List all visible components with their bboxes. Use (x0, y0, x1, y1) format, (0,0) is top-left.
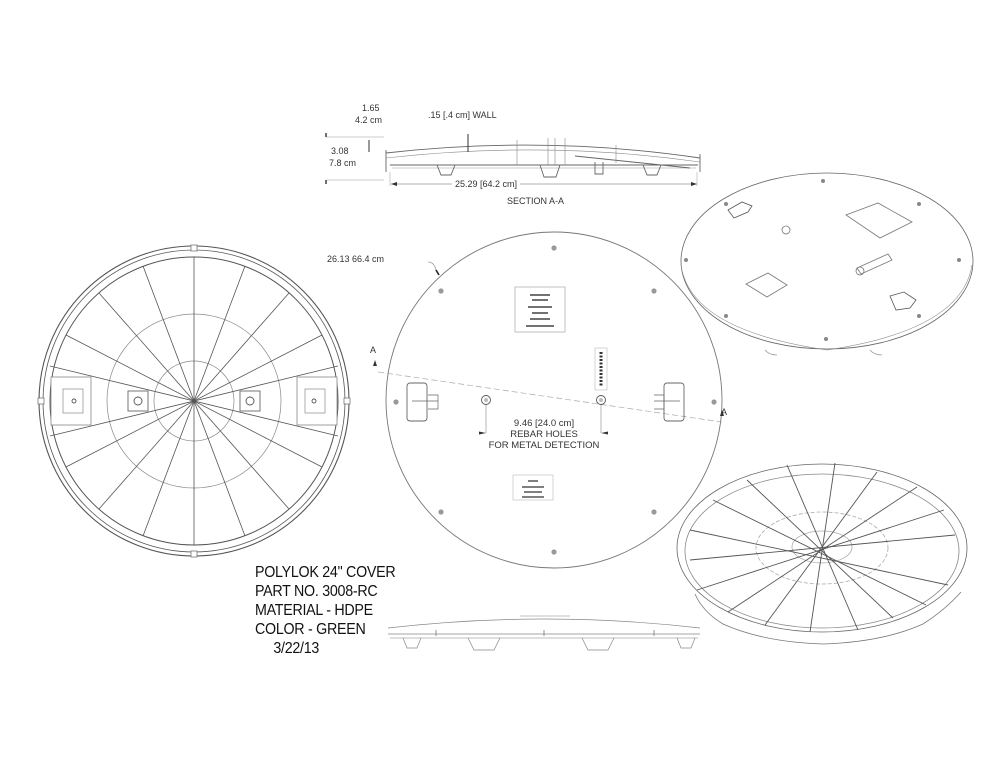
rebar-note-line-2: FOR METAL DETECTION (488, 440, 600, 451)
section-a-a-view (325, 133, 701, 186)
rebar-spacing-value: 9.46 [24.0 cm] (513, 418, 575, 429)
title-block: POLYLOK 24" COVER PART NO. 3008-RC MATER… (255, 563, 396, 658)
section-marker-right: A (721, 407, 728, 417)
wall-thickness-label: .15 [.4 cm] WALL (428, 110, 497, 120)
side-elevation-view (387, 615, 701, 651)
rebar-spacing-label: 9.46 [24.0 cm] REBAR HOLES FOR METAL DET… (488, 418, 600, 451)
rib-height-in: 1.65 (362, 103, 380, 113)
isometric-top-view (680, 172, 974, 356)
section-marker-left: A (370, 345, 377, 355)
rib-height-cm: 4.2 cm (355, 115, 383, 125)
rebar-note-line-1: REBAR HOLES (510, 429, 578, 440)
top-plan-view (373, 231, 724, 569)
section-title: SECTION A-A (507, 196, 565, 206)
bottom-rib-view (37, 244, 351, 558)
isometric-bottom-view (676, 462, 968, 645)
section-width-label: 25.29 [64.2 cm] (452, 179, 521, 189)
drawing-date: 3/22/13 (273, 640, 320, 657)
product-name: POLYLOK 24" COVER (255, 564, 396, 581)
part-number: PART NO. 3008-RC (255, 583, 378, 600)
overall-height-cm: 7.8 cm (329, 158, 357, 168)
material: MATERIAL - HDPE (255, 602, 373, 619)
overall-height-in: 3.08 (331, 146, 349, 156)
diameter-label: 26.13 66.4 cm (327, 254, 385, 264)
color: COLOR - GREEN (255, 621, 366, 638)
